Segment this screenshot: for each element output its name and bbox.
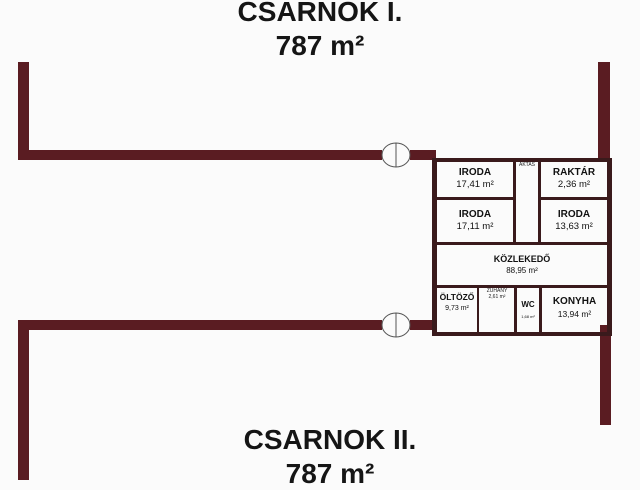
room-changing: ÖLTÖZŐ 9,73 m² [437,288,477,318]
wall [410,150,436,160]
room-aktas: AKTAS [518,162,536,168]
room-area: 17,41 m² [456,178,494,190]
wall [437,197,515,200]
wall [18,320,29,480]
room-name: RAKTÁR [552,166,596,178]
room-area: 9,73 m² [445,305,469,312]
room-wc: WC 1,68 m² [517,298,539,324]
wall [432,332,612,336]
room-area: 13,94 m² [557,309,592,319]
room-corridor: KÖZLEKEDŐ 88,95 m² [437,245,607,285]
room-kitchen: KONYHA 13,94 m² [542,288,607,328]
room-name: WC [521,300,535,309]
wall [514,288,517,332]
wall [432,158,612,162]
wall [477,288,479,332]
hall-2-area: 787 m² [285,458,375,489]
room-area: 2,61 m² [488,294,506,300]
room-name: ÖLTÖZŐ [439,292,475,302]
wall [513,160,516,244]
wall [600,325,611,425]
wall [598,62,610,160]
room-area: 88,95 m² [506,266,538,275]
wall [437,285,607,288]
room-area: 17,11 m² [456,221,494,232]
room-name: ZUHANY [486,288,508,294]
wall [607,158,612,336]
wall [432,158,437,336]
wall [538,160,541,244]
wall [410,320,436,330]
hall-2-name: CSARNOK II. [243,424,417,455]
room-name: IRODA [458,209,492,220]
room-area: 13,63 m² [555,221,593,232]
room-area: 2,36 m² [557,178,591,190]
double-door-icon [381,142,411,168]
wall [18,62,29,160]
room-name: KÖZLEKEDŐ [493,254,551,264]
wall [437,242,607,245]
wall [539,288,542,332]
hall-1-name: CSARNOK I. [237,0,403,27]
wall [540,197,607,200]
double-door-icon [381,312,411,338]
room-area: 1,68 m² [521,314,535,319]
wall [18,320,382,330]
room-name: IRODA [458,166,492,178]
hall-1-area: 787 m² [275,30,365,61]
room-name: IRODA [557,209,591,220]
wall [18,150,382,160]
room-name: KONYHA [552,296,597,307]
